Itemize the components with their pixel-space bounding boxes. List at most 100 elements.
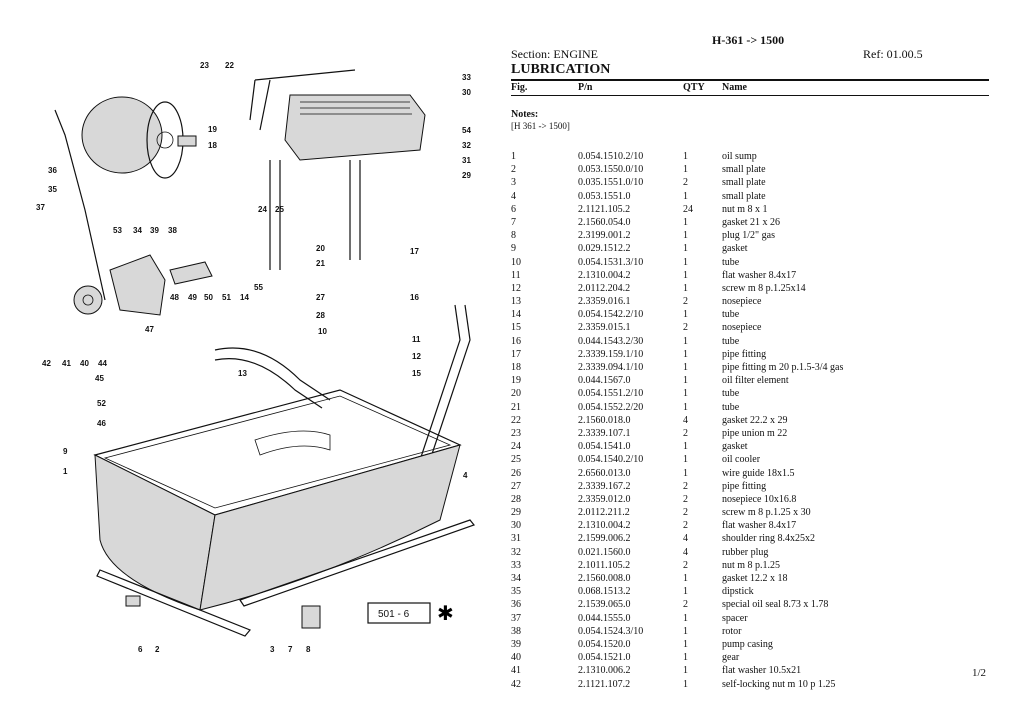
part-name: shoulder ring 8.4x25x2 bbox=[722, 533, 816, 545]
callout-label: 27 bbox=[316, 293, 325, 302]
part-fig: 17 bbox=[511, 348, 521, 360]
sump-plate-3-drawing bbox=[239, 519, 475, 607]
callout-label: 10 bbox=[318, 327, 327, 336]
part-fig: 26 bbox=[511, 467, 521, 479]
part-qty: 1 bbox=[683, 362, 688, 373]
part-fig: 32 bbox=[511, 546, 521, 558]
part-number: 2.1560.018.0 bbox=[578, 414, 631, 426]
part-qty: 1 bbox=[683, 678, 688, 690]
part-number: 2.3199.001.2 bbox=[578, 230, 631, 242]
part-number: 2.3359.015.1 bbox=[578, 322, 631, 334]
part-name: pipe fitting m 20 p.1.5-3/4 gas bbox=[722, 362, 844, 373]
part-qty: 1 bbox=[683, 573, 688, 584]
part-name: nosepiece bbox=[722, 322, 762, 334]
part-qty: 1 bbox=[683, 230, 688, 242]
callout-label: 50 bbox=[204, 293, 213, 302]
part-fig: 34 bbox=[511, 573, 521, 584]
part-qty: 1 bbox=[683, 586, 688, 598]
part-qty: 1 bbox=[683, 625, 688, 637]
dipstick-drawing bbox=[54, 109, 106, 301]
part-qty: 2 bbox=[683, 322, 688, 334]
part-fig: 35 bbox=[511, 586, 521, 598]
part-qty: 4 bbox=[683, 546, 688, 558]
part-number: 2.1310.004.2 bbox=[578, 269, 631, 281]
callout-label: 41 bbox=[62, 359, 71, 368]
svg-text:501 - 6: 501 - 6 bbox=[378, 609, 410, 620]
part-name: oil filter element bbox=[722, 375, 789, 387]
part-qty: 1 bbox=[683, 388, 688, 400]
part-number: 2.3339.094.1/10 bbox=[578, 362, 644, 373]
part-name: nosepiece 10x16.8 bbox=[722, 493, 797, 505]
callout-label: 1 bbox=[63, 467, 68, 476]
part-number: 2.1560.054.0 bbox=[578, 216, 631, 228]
callout-label: 29 bbox=[462, 171, 471, 180]
part-number: 2.1599.006.2 bbox=[578, 533, 631, 545]
part-number: 2.0112.204.2 bbox=[578, 282, 631, 294]
callout-label: 11 bbox=[412, 335, 421, 344]
part-number: 0.044.1555.0 bbox=[578, 612, 631, 624]
callout-label: 14 bbox=[240, 293, 249, 302]
callout-label: 24 bbox=[258, 205, 267, 214]
model-range: H-361 -> 1500 bbox=[712, 33, 785, 47]
part-qty: 1 bbox=[683, 441, 688, 453]
callout-label: 45 bbox=[95, 374, 104, 383]
part-name: gasket 22.2 x 29 bbox=[722, 414, 788, 426]
section-label: Section: ENGINE bbox=[511, 47, 598, 61]
part-qty: 1 bbox=[683, 282, 688, 294]
part-number: 0.054.1510.2/10 bbox=[578, 151, 644, 162]
diagram-ref-box bbox=[367, 602, 431, 624]
part-qty: 2 bbox=[683, 427, 688, 439]
part-qty: 2 bbox=[683, 507, 688, 519]
part-fig: 6 bbox=[511, 203, 516, 215]
part-name: nut m 8 p.1.25 bbox=[722, 559, 781, 571]
part-number: 2.1011.105.2 bbox=[578, 559, 631, 571]
part-name: flat washer 8.4x17 bbox=[722, 520, 797, 532]
part-number: 0.029.1512.2 bbox=[578, 243, 631, 255]
part-fig: 13 bbox=[511, 296, 521, 308]
part-fig: 31 bbox=[511, 533, 521, 545]
part-number: 0.035.1551.0/10 bbox=[578, 177, 644, 189]
part-name: special oil seal 8.73 x 1.78 bbox=[722, 599, 829, 611]
part-fig: 36 bbox=[511, 599, 521, 611]
part-fig: 28 bbox=[511, 493, 521, 505]
part-qty: 1 bbox=[683, 243, 688, 255]
notes-label: Notes: bbox=[511, 109, 539, 120]
part-number: 0.054.1541.0 bbox=[578, 441, 631, 453]
part-number: 2.0112.211.2 bbox=[578, 507, 630, 519]
part-qty: 4 bbox=[683, 533, 688, 545]
callout-label: 25 bbox=[275, 205, 284, 214]
oil-sump-drawing bbox=[93, 389, 462, 611]
part-qty: 1 bbox=[683, 335, 688, 347]
part-qty: 1 bbox=[683, 401, 688, 413]
part-fig: 1 bbox=[511, 151, 516, 162]
callout-label: 39 bbox=[150, 226, 159, 235]
callout-label: 13 bbox=[238, 369, 247, 378]
part-number: 0.054.1552.2/20 bbox=[578, 401, 644, 413]
part-fig: 25 bbox=[511, 454, 521, 466]
callout-label: 40 bbox=[80, 359, 89, 368]
part-qty: 1 bbox=[683, 256, 688, 268]
part-number: 2.3339.167.2 bbox=[578, 480, 631, 492]
part-fig: 40 bbox=[511, 652, 521, 664]
part-number: 0.053.1550.0/10 bbox=[578, 164, 644, 176]
part-name: rotor bbox=[722, 625, 742, 637]
callout-label: 35 bbox=[48, 185, 57, 194]
part-name: oil sump bbox=[722, 151, 757, 162]
col-header-qty: QTY bbox=[683, 82, 705, 93]
part-name: pump casing bbox=[722, 638, 773, 650]
part-name: flat washer 8.4x17 bbox=[722, 269, 797, 281]
part-number: 0.054.1521.0 bbox=[578, 652, 631, 664]
callout-label: 6 bbox=[138, 645, 143, 654]
